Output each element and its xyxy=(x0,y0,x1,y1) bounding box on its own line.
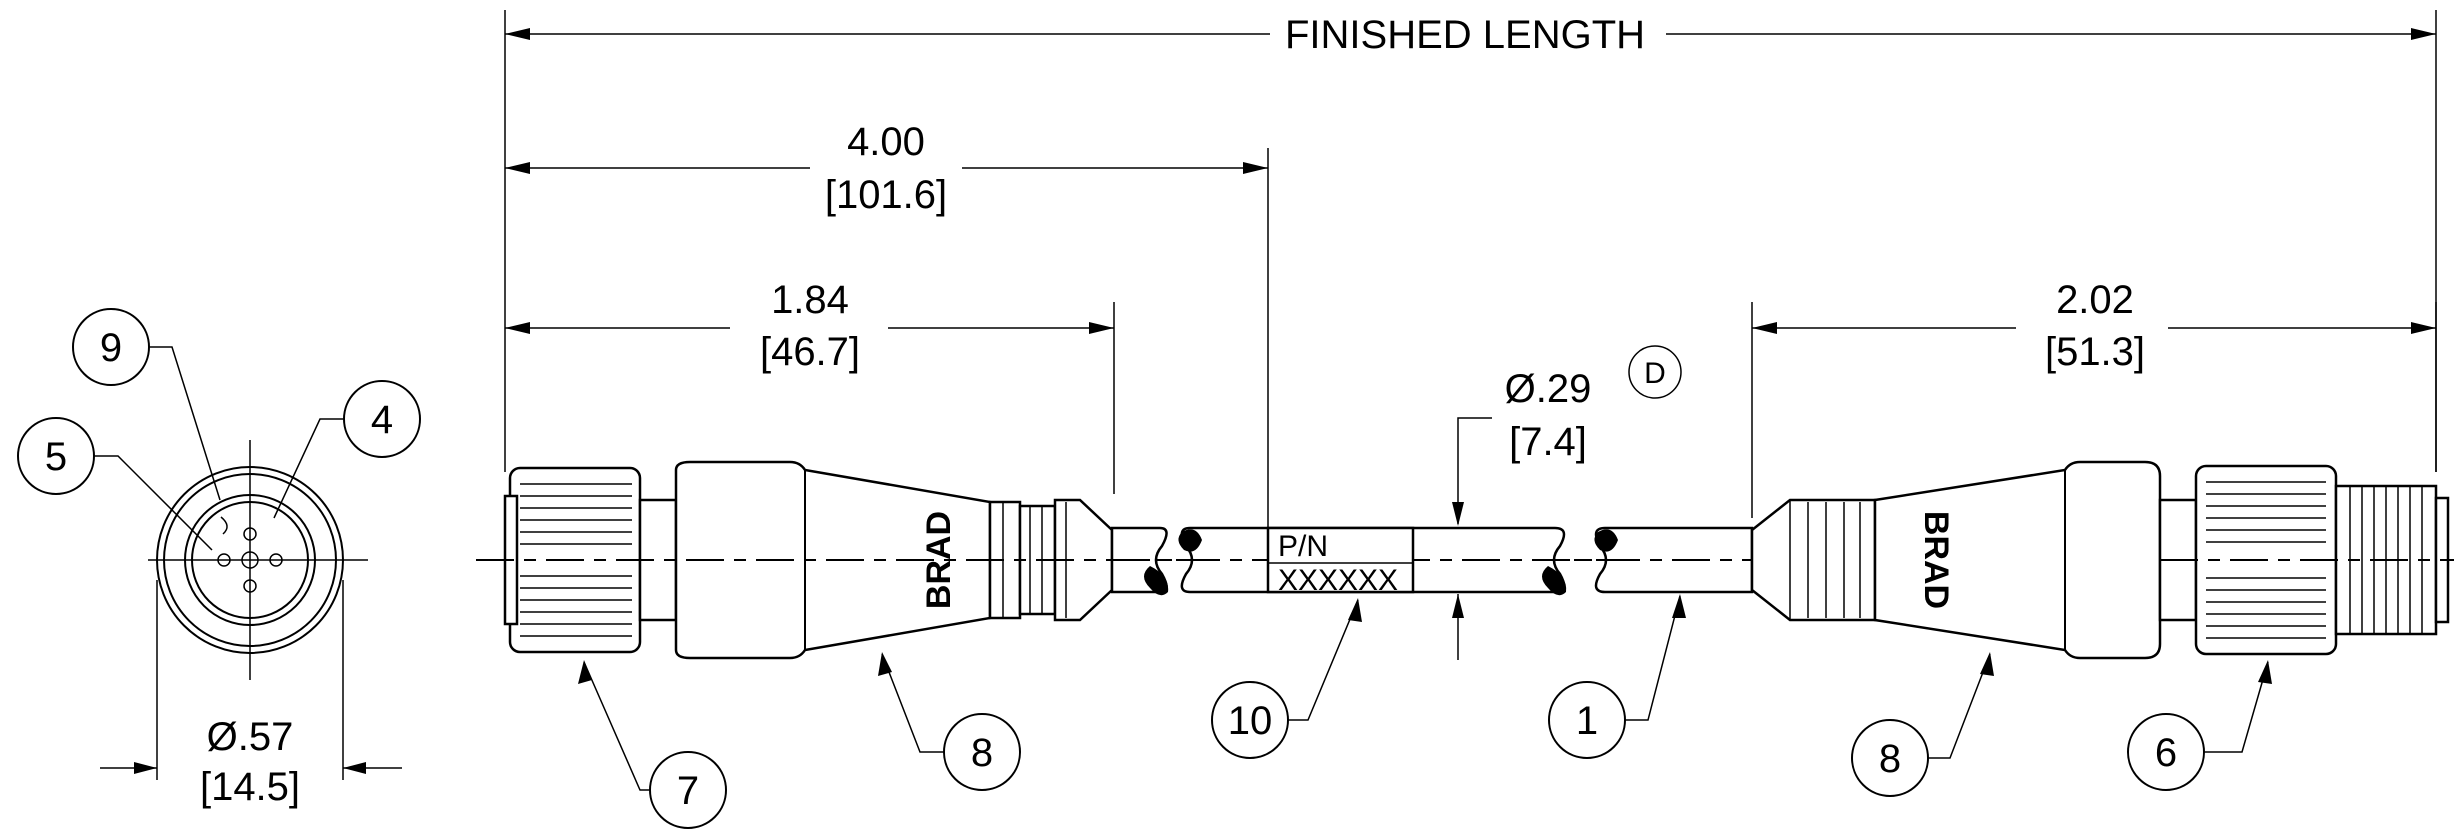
balloon-6-label: 6 xyxy=(2155,731,2177,775)
brand-mark-right: BRAD xyxy=(1917,511,1955,609)
male-coupling-knurl xyxy=(2206,481,2326,639)
finished-length-label: FINISHED LENGTH xyxy=(1285,13,1645,57)
male-body-dim-mm: [51.3] xyxy=(2045,330,2145,374)
part-number-label xyxy=(1266,526,1415,594)
balloon-4-label: 4 xyxy=(371,398,393,442)
face-diameter-mm: [14.5] xyxy=(200,765,300,809)
dimensions: FINISHED LENGTH 4.00 [101.6] 1.84 [46.7]… xyxy=(504,10,2437,660)
balloon-1-label: 1 xyxy=(1576,699,1598,743)
balloon-1 xyxy=(1548,681,1626,759)
balloon-5-label: 5 xyxy=(45,435,67,479)
cable-break-right-b xyxy=(1594,529,1618,552)
cable-diameter-inches: Ø.29 xyxy=(1505,367,1592,411)
balloon-9-label: 9 xyxy=(100,326,122,370)
cable: P/N XXXXXX xyxy=(1110,526,1754,597)
balloon-7 xyxy=(649,751,727,829)
female-coupling-knurl xyxy=(520,483,632,637)
balloon-8-right xyxy=(1851,719,1929,797)
face-diameter-inches: Ø.57 xyxy=(207,715,294,759)
overall-female-dim-inches: 4.00 xyxy=(847,120,925,164)
part-number-label-text: P/N xyxy=(1278,530,1328,563)
overall-female-dim-mm: [101.6] xyxy=(825,173,947,217)
female-body-dim-mm: [46.7] xyxy=(760,330,860,374)
revision-mark-label: D xyxy=(1644,357,1666,390)
balloon-8-left xyxy=(943,713,1021,791)
balloon-8-left-label: 8 xyxy=(971,731,993,775)
male-connector: BRAD xyxy=(1750,460,2454,660)
balloon-7-label: 7 xyxy=(677,769,699,813)
connector-face-view: Ø.57 [14.5] 9 5 4 xyxy=(17,308,421,809)
balloon-6 xyxy=(2127,713,2205,791)
part-number-value: XXXXXX xyxy=(1278,564,1398,597)
male-body-dim-inches: 2.02 xyxy=(2056,278,2134,322)
balloon-10 xyxy=(1211,681,1289,759)
female-body-dim-inches: 1.84 xyxy=(771,278,849,322)
cable-diameter-mm: [7.4] xyxy=(1509,420,1587,464)
revision-mark xyxy=(1628,345,1682,399)
balloon-10-label: 10 xyxy=(1228,699,1273,743)
cable-break-left-a xyxy=(1144,566,1169,596)
balloon-8-right-label: 8 xyxy=(1879,737,1901,781)
callout-balloons: 7 8 10 1 8 6 xyxy=(578,594,2272,829)
